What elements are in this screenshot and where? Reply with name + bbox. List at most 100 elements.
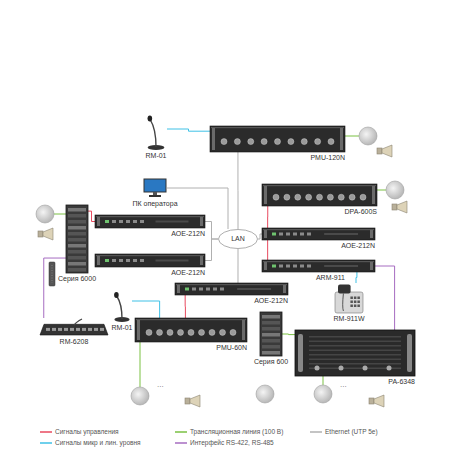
equipment-rack-figure: [66, 205, 88, 273]
legend-swatch: [175, 431, 187, 433]
ceiling-speaker: [386, 181, 404, 199]
ceiling-speaker: [131, 387, 149, 405]
signal-line: [44, 258, 66, 318]
network-audio-unit-figure: [95, 254, 205, 267]
network-audio-unit-figure: [262, 228, 375, 240]
network-audio-unit: AOE-212N: [262, 228, 375, 240]
device-label: AOE-212N: [254, 297, 288, 305]
microphone-figure: [112, 292, 132, 322]
mixer-amplifier-figure: [262, 184, 377, 206]
legend-entry: Трансляционная линия (100 В): [175, 428, 283, 435]
operator-pc-figure: [143, 178, 167, 198]
network-audio-unit-figure: [262, 260, 375, 272]
continuation-dots: ...: [157, 381, 164, 389]
device-label: AOE-212N: [171, 230, 205, 238]
horn-speaker: [185, 395, 200, 407]
network-audio-unit: AOE-212N: [95, 215, 205, 228]
signal-line: [375, 266, 395, 330]
legend-text: Интерфейс RS-422, RS-485: [190, 439, 274, 446]
mixer-amplifier-figure: [135, 318, 247, 342]
legend-swatch-box: [310, 429, 322, 435]
mixer-amplifier-figure: [210, 126, 345, 152]
signal-line: [205, 222, 218, 240]
horn-speaker: [392, 201, 407, 213]
legend-text: Ethernet (UTP 5e): [325, 428, 378, 435]
network-audio-unit: ARM-911: [262, 260, 375, 272]
ceiling-speaker: [314, 385, 332, 403]
signal-line: [205, 239, 218, 261]
legend-entry: Сигналы микр и лин. уровня: [40, 439, 141, 446]
ceiling-speaker: [36, 205, 54, 223]
continuation-dots: ...: [340, 381, 347, 389]
paging-console-figure: [38, 318, 110, 336]
device-label: ARM-911: [316, 274, 345, 282]
device-label: PA-6348: [388, 378, 415, 386]
ceiling-speaker: [359, 127, 377, 145]
power-amplifier-figure: [295, 330, 415, 376]
device-label: PMU-60N: [216, 344, 247, 352]
legend-text: Сигналы микр и лин. уровня: [55, 439, 141, 446]
signal-line: [258, 234, 262, 239]
signal-line: [282, 334, 295, 336]
device-label: AOE-212N: [341, 242, 375, 250]
power-amplifier: PA-6348: [295, 330, 415, 376]
legend-swatch: [175, 442, 187, 444]
device-label: DPA-600S: [344, 208, 377, 216]
microphone-figure: [145, 115, 167, 150]
paging-console: RM-6208: [38, 318, 110, 336]
equipment-rack: Серия 600: [260, 312, 282, 356]
legend-swatch: [40, 442, 52, 444]
signal-line: [356, 272, 358, 283]
legend-swatch-box: [40, 440, 52, 446]
speaker-wire: [377, 190, 386, 191]
signal-line: [237, 152, 238, 229]
device-label: Серия 6000: [58, 275, 96, 283]
equipment-rack-figure: [260, 312, 282, 356]
signal-line: [185, 295, 186, 318]
network-audio-unit-figure: [95, 215, 205, 228]
network-audio-unit: AOE-212N: [175, 283, 288, 295]
network-audio-unit: AOE-212N: [95, 254, 205, 267]
equipment-rack: Серия 6000: [66, 205, 88, 273]
speaker-wire: [54, 214, 66, 215]
signal-line: [267, 240, 268, 260]
horn-speaker: [377, 145, 392, 157]
legend-swatch: [310, 431, 322, 433]
legend-entry: Интерфейс RS-422, RS-485: [175, 439, 274, 446]
lan-cloud: LAN: [218, 229, 258, 249]
legend-swatch-box: [40, 429, 52, 435]
device-label: RM-6208: [60, 338, 89, 346]
signal-line: [237, 249, 238, 283]
device-label: Серия 600: [254, 358, 288, 366]
network-audio-unit-figure: [175, 283, 288, 295]
speaker-wire: [140, 342, 141, 387]
legend-swatch-box: [175, 440, 187, 446]
device-label: LAN: [231, 235, 245, 243]
device-label: PMU-120N: [310, 154, 345, 162]
legend-swatch: [40, 431, 52, 433]
paging-station: RM-911W: [335, 283, 363, 313]
mixer-amplifier: PMU-120N: [210, 126, 345, 152]
horn-speaker: [38, 228, 53, 240]
signal-line: [88, 211, 95, 221]
legend-text: Сигналы управления: [55, 428, 119, 435]
operator-pc: ПК оператора: [143, 178, 167, 198]
device-label: RM-911W: [334, 315, 365, 323]
signal-line: [167, 129, 210, 131]
ceiling-speaker: [256, 385, 274, 403]
paging-station-figure: [335, 283, 363, 313]
column-speaker: [49, 262, 55, 286]
device-label: AOE-212N: [171, 269, 205, 277]
mixer-amplifier: DPA-600S: [262, 184, 377, 206]
device-label: RM-01: [111, 324, 132, 332]
legend-entry: Сигналы управления: [40, 428, 119, 435]
legend-swatch-box: [175, 429, 187, 435]
legend-text: Трансляционная линия (100 В): [190, 428, 283, 435]
device-label: ПК оператора: [132, 200, 177, 208]
speaker-wire: [323, 376, 324, 385]
mixer-amplifier: PMU-60N: [135, 318, 247, 342]
microphone: RM-01: [145, 115, 167, 150]
legend-entry: Ethernet (UTP 5e): [310, 428, 378, 435]
horn-speaker: [369, 395, 384, 407]
